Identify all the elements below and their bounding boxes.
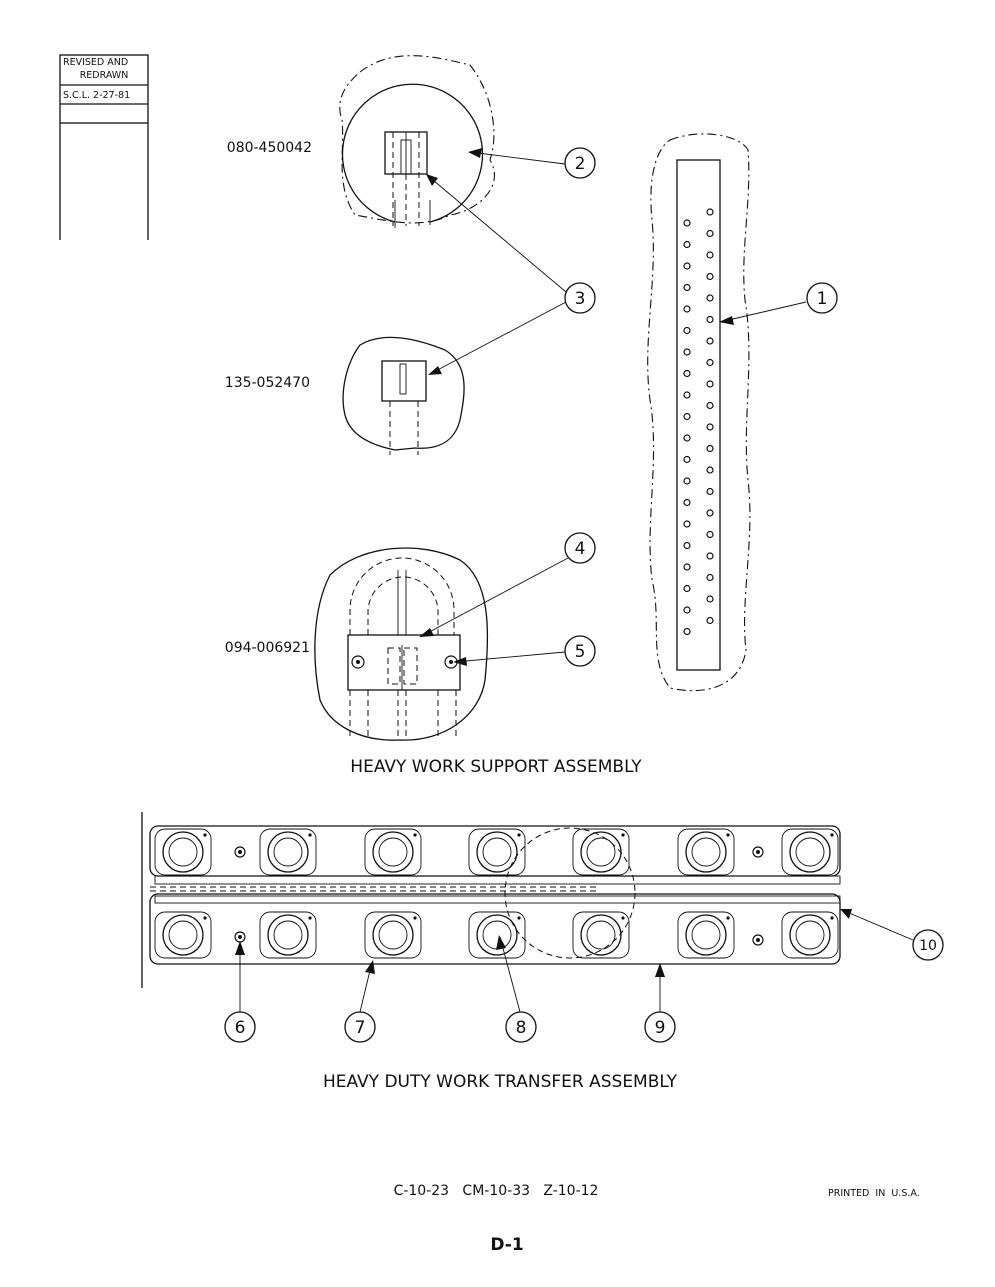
bar-hole [683, 326, 691, 335]
bar-hole [683, 262, 691, 270]
roller [781, 911, 839, 959]
bar-hole [706, 466, 714, 474]
callout-2 [564, 147, 596, 179]
bar-hole [706, 251, 714, 259]
bar-hole [683, 627, 691, 636]
bar-hole [706, 272, 714, 281]
support-assembly-title: HEAVY WORK SUPPORT ASSEMBLY [350, 757, 642, 777]
transfer-leaders [235, 909, 914, 1013]
bar-hole [683, 348, 691, 356]
bar-hole [683, 240, 691, 249]
page-number: D-1 [490, 1235, 523, 1255]
bar-hole [706, 509, 714, 517]
callout-5 [564, 635, 596, 667]
revision-line-3: S.C.L. 2-27-81 [63, 90, 130, 101]
callout-8 [505, 1011, 537, 1043]
bar-hole [683, 391, 691, 399]
bar-hole [706, 229, 714, 238]
transfer-assembly-title: HEAVY DUTY WORK TRANSFER ASSEMBLY [323, 1072, 678, 1092]
roller [154, 828, 212, 876]
part-number-bottom: 094-006921 [225, 640, 310, 656]
roller [572, 911, 630, 959]
bar-hole [706, 401, 714, 410]
callout-8-label: 8 [516, 1018, 527, 1038]
bar-hole [706, 337, 714, 345]
callout-10 [912, 929, 944, 961]
bar-hole [683, 455, 691, 464]
callout-2-label: 2 [575, 154, 586, 174]
bar-hole [706, 358, 714, 367]
callout-9 [644, 1011, 676, 1043]
roller [259, 911, 317, 959]
bar-hole [706, 380, 714, 388]
callout-6 [224, 1011, 256, 1043]
bar-hole [706, 208, 714, 216]
roller [259, 828, 317, 876]
roller [572, 828, 630, 876]
bar-hole [683, 606, 691, 614]
callout-7-label: 7 [355, 1018, 366, 1038]
bar-hole [683, 520, 691, 528]
bar-hole [683, 477, 691, 485]
bar-hole [683, 369, 691, 378]
support-leaders [419, 148, 807, 666]
bar-hole [683, 584, 691, 593]
part-number-middle: 135-052470 [225, 375, 310, 391]
roller [364, 828, 422, 876]
revision-block: REVISED AND REDRAWN S.C.L. 2-27-81 [59, 54, 149, 240]
callout-1 [806, 282, 838, 314]
callout-7 [344, 1011, 376, 1043]
detail-top-support: 080-450042 [227, 55, 496, 228]
callout-4 [564, 532, 596, 564]
callout-1-label: 1 [817, 289, 828, 309]
bar-hole [706, 595, 714, 603]
bar-hole [683, 412, 691, 421]
bar-hole [706, 552, 714, 560]
bar-hole [683, 219, 691, 227]
callout-4-label: 4 [575, 539, 586, 559]
bar-hole [683, 498, 691, 507]
callout-9-label: 9 [655, 1018, 666, 1038]
bar-hole [683, 283, 691, 292]
callout-5-label: 5 [575, 642, 586, 662]
bar-hole [706, 573, 714, 582]
roller [364, 911, 422, 959]
bar-hole [683, 563, 691, 571]
revision-line-1: REVISED AND [63, 57, 128, 68]
roller [468, 828, 526, 876]
bar-hole [706, 616, 714, 625]
part-number-top: 080-450042 [227, 140, 312, 156]
callout-10-label: 10 [919, 938, 937, 954]
roller [677, 911, 735, 959]
bar-hole [683, 541, 691, 550]
detail-middle-support: 135-052470 [225, 336, 465, 455]
transfer-assembly [141, 812, 841, 988]
bar-hole [706, 487, 714, 496]
bar-hole [683, 305, 691, 313]
model-list: C-10-23 CM-10-33 Z-10-12 [394, 1183, 599, 1199]
bar-hole [706, 294, 714, 302]
bar-hole [706, 423, 714, 431]
revision-line-2: REDRAWN [80, 70, 129, 81]
printed-notice: PRINTED IN U.S.A. [828, 1188, 920, 1199]
callout-6-label: 6 [235, 1018, 246, 1038]
roller [154, 911, 212, 959]
bar-hole [706, 530, 714, 539]
detail-perforated-bar [647, 133, 751, 692]
callout-3-label: 3 [575, 289, 586, 309]
bar-hole [706, 444, 714, 453]
roller [677, 828, 735, 876]
bar-hole [683, 434, 691, 442]
roller [781, 828, 839, 876]
bar-hole [706, 315, 714, 324]
detail-bottom-support: 094-006921 [225, 547, 489, 741]
roller [468, 911, 526, 959]
callout-3 [564, 282, 596, 314]
callout-balloons: 2 3 1 4 5 6 7 8 9 10 [224, 147, 944, 1043]
